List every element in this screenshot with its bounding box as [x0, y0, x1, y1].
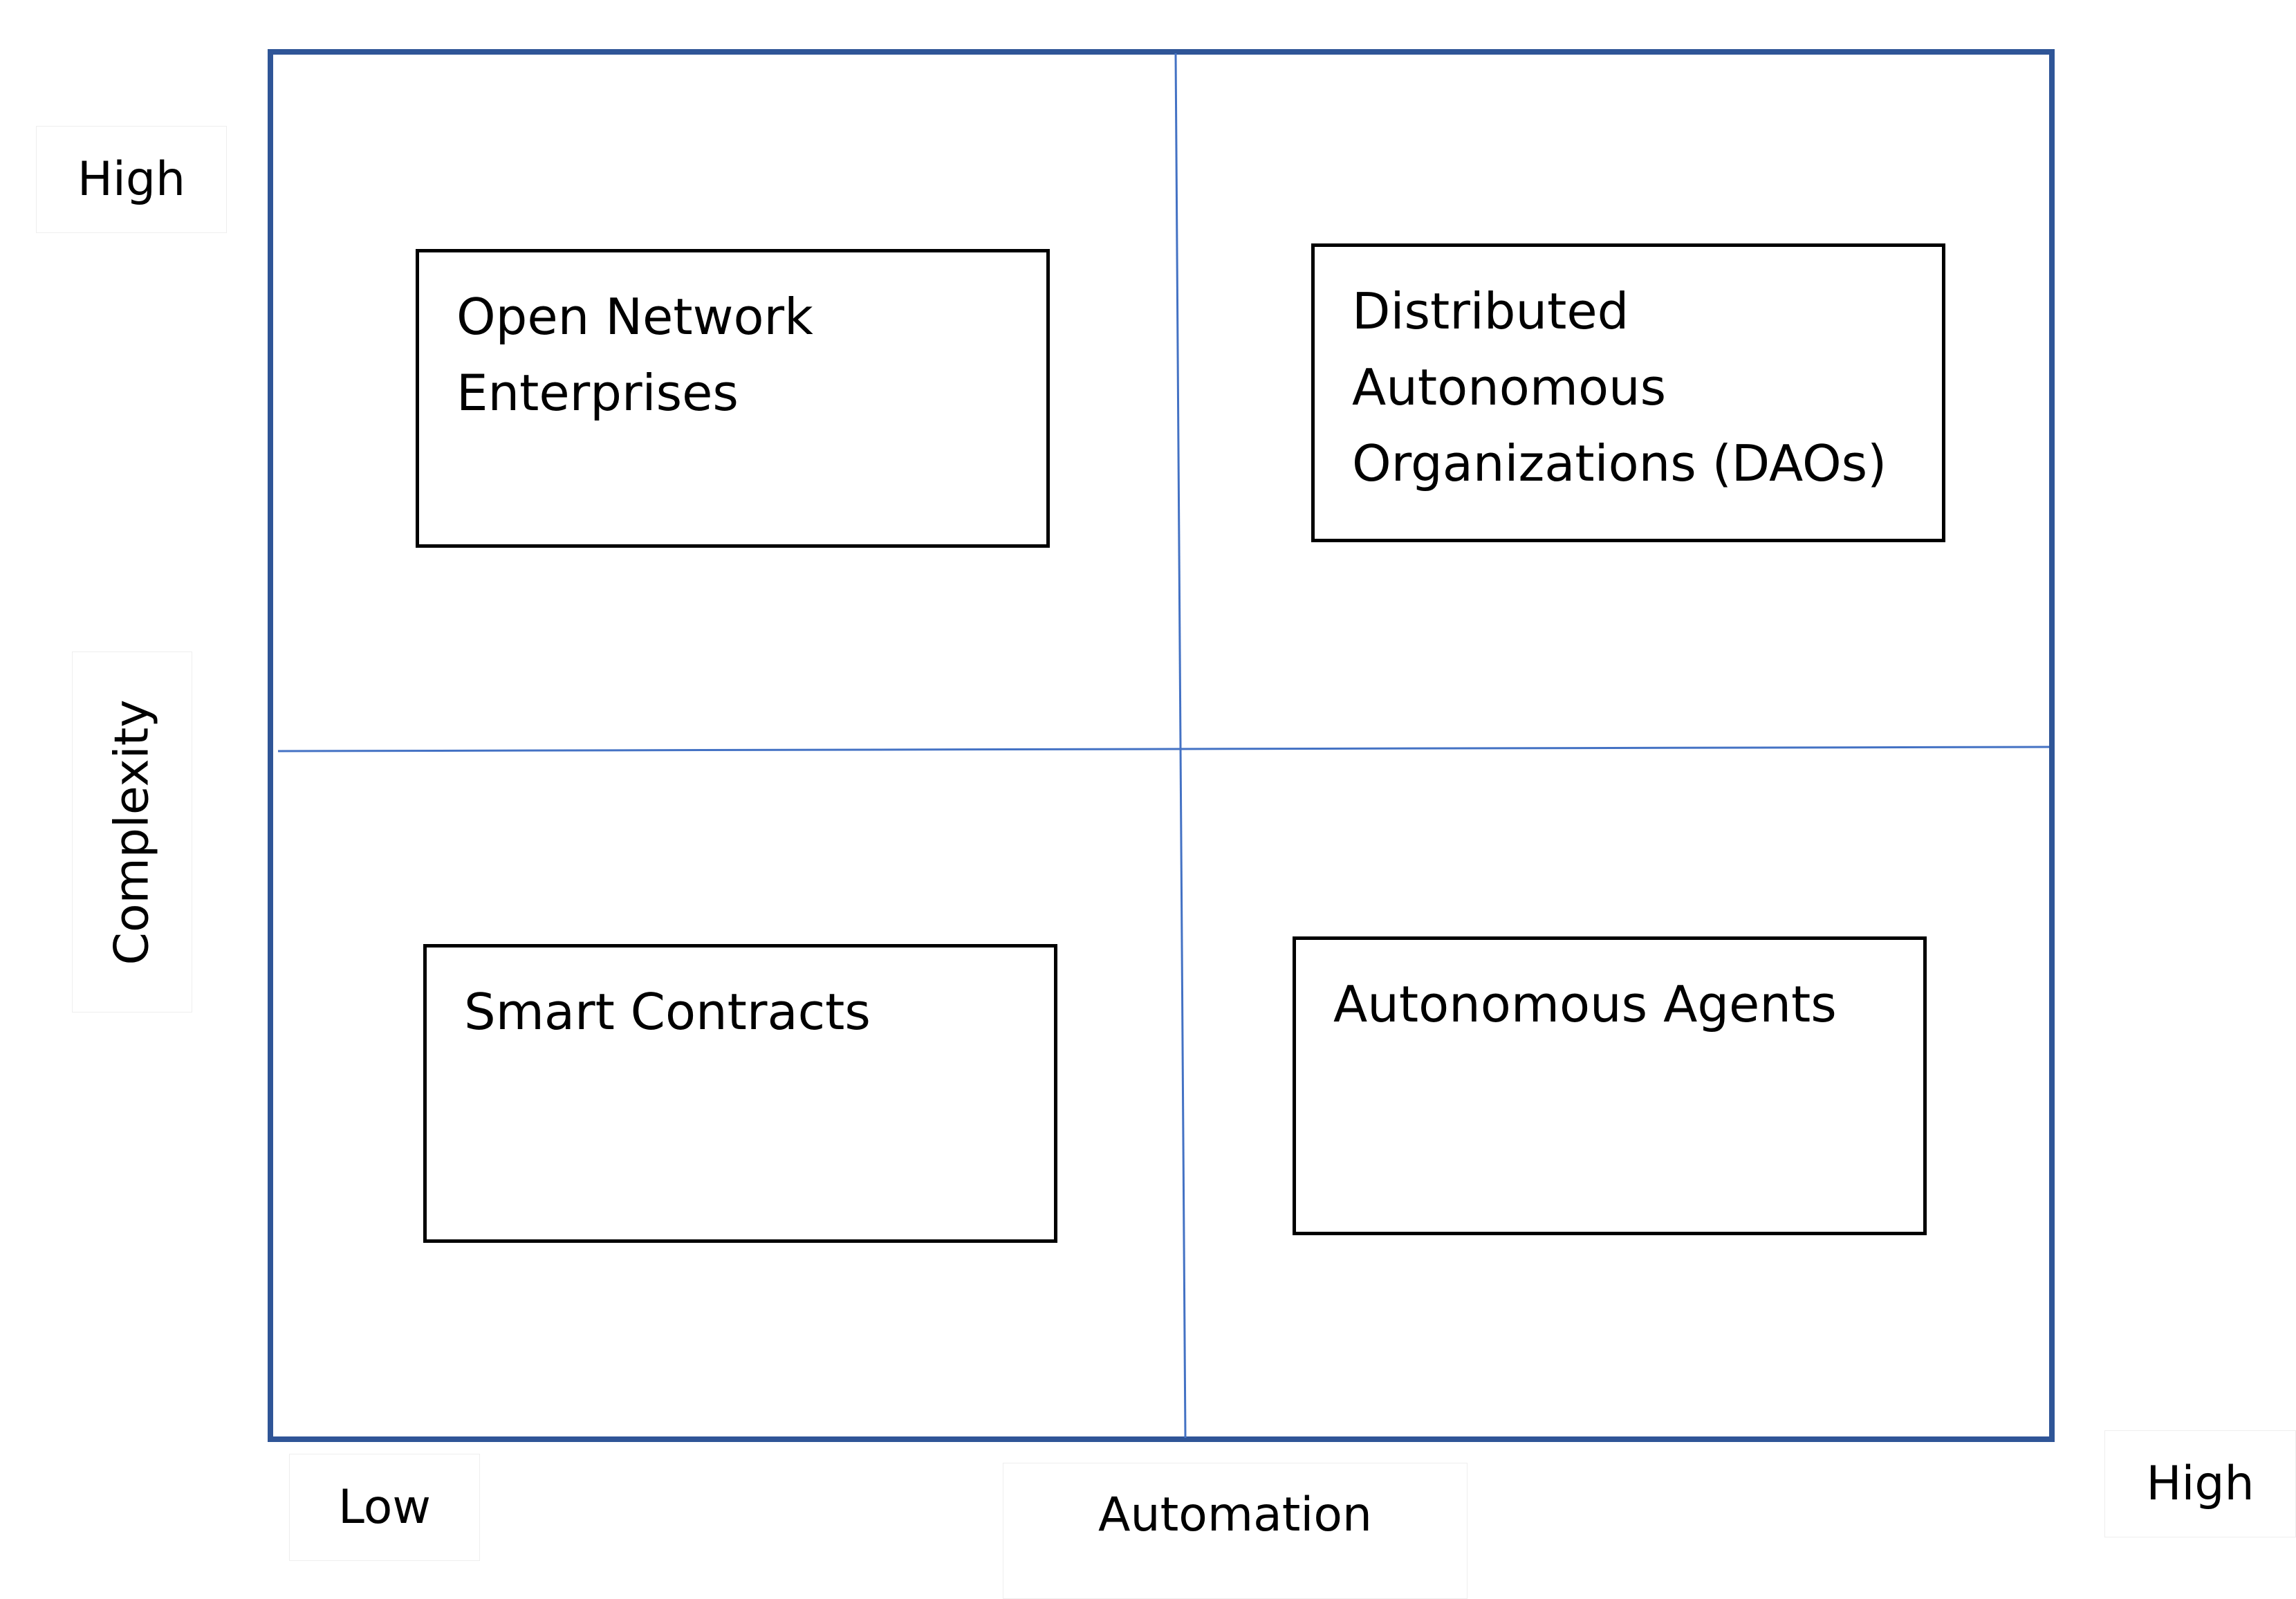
x-axis-low-label: Low [289, 1454, 480, 1561]
x-axis-title-text: Automation [1098, 1488, 1373, 1542]
quadrant-top-right-line-2: Autonomous [1352, 358, 1667, 416]
vertical-divider [1174, 53, 1187, 1439]
quadrant-bottom-left-line-1: Smart Contracts [464, 983, 871, 1041]
quadrant-top-right-line-1: Distributed [1352, 282, 1629, 340]
outer-frame [268, 49, 2055, 1442]
y-axis-high-text: High [77, 152, 186, 207]
quadrant-top-left-box: Open Network Enterprises [416, 249, 1050, 548]
quadrant-top-right-line-3: Organizations (DAOs) [1352, 434, 1887, 492]
x-axis-title: Automation [1003, 1463, 1468, 1599]
y-axis-high-label: High [36, 126, 227, 233]
quadrant-top-right-box: Distributed Autonomous Organizations (DA… [1311, 243, 1945, 542]
y-axis-title: Complexity [72, 651, 192, 1013]
x-axis-high-label: High [2104, 1430, 2296, 1537]
quadrant-top-left-line-2: Enterprises [456, 364, 739, 422]
quadrant-bottom-left-box: Smart Contracts [423, 944, 1057, 1243]
quadrant-bottom-right-line-1: Autonomous Agents [1333, 975, 1837, 1033]
x-axis-low-text: Low [338, 1480, 431, 1535]
x-axis-high-text: High [2146, 1457, 2255, 1511]
horizontal-divider [277, 746, 2050, 752]
quadrant-top-left-line-1: Open Network [456, 288, 813, 346]
quadrant-bottom-right-box: Autonomous Agents [1293, 936, 1927, 1235]
y-axis-title-text: Complexity [104, 699, 160, 965]
